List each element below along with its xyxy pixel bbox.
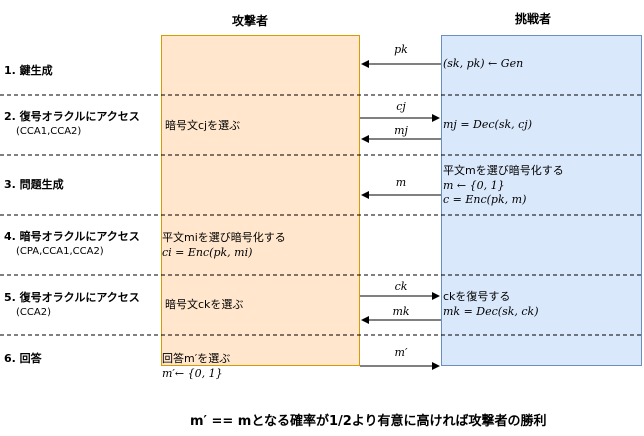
challenger-dec-k-line1: ckを復号する [443,290,511,303]
challenger-dec-k-line2: mk = Dec(sk, ck) [443,305,539,318]
challenger-enc-line3: c = Enc(pk, m) [443,193,527,206]
step-4: 4. 暗号オラクルにアクセス(CPA,CCA1,CCA2) [4,230,140,257]
challenger-box [441,35,642,366]
attacker-answer-line1: 回答m′を選ぶ [162,352,231,365]
msg-m: m [395,176,407,189]
challenger-enc-line2: m ← {0, 1} [443,179,505,192]
step-5: 5. 復号オラクルにアクセス(CCA2) [4,291,140,318]
challenger-enc-line1: 平文mを選び暗号化する [443,164,564,177]
attacker-box [161,35,360,366]
step-1: 1. 鍵生成 [4,64,53,77]
msg-mk: mk [392,305,410,318]
msg-mprime: m′ [394,346,408,359]
challenger-gen: (sk, pk) ← Gen [443,57,524,70]
msg-cj: cj [396,100,406,113]
attacker-choose-cj: 暗号文cjを選ぶ [165,119,241,132]
step-6: 6. 回答 [4,352,42,365]
msg-pk: pk [394,43,408,56]
attacker-choose-ck: 暗号文ckを選ぶ [165,298,244,311]
attacker-header: 攻撃者 [232,14,269,28]
attacker-answer-line2: m′← {0, 1} [162,367,223,380]
attacker-enc-line1: 平文miを選び暗号化する [162,231,286,244]
msg-mj: mj [394,124,408,137]
challenger-dec-j: mj = Dec(sk, cj) [443,118,532,131]
challenger-header: 挑戦者 [515,12,552,26]
msg-ck: ck [394,280,408,293]
step-2: 2. 復号オラクルにアクセス(CCA1,CCA2) [4,110,140,137]
step-3: 3. 問題生成 [4,178,64,191]
attacker-enc-line2: ci = Enc(pk, mi) [162,246,253,259]
footer-condition: m′ == mとなる確率が1/2より有意に高ければ攻撃者の勝利 [190,414,547,429]
